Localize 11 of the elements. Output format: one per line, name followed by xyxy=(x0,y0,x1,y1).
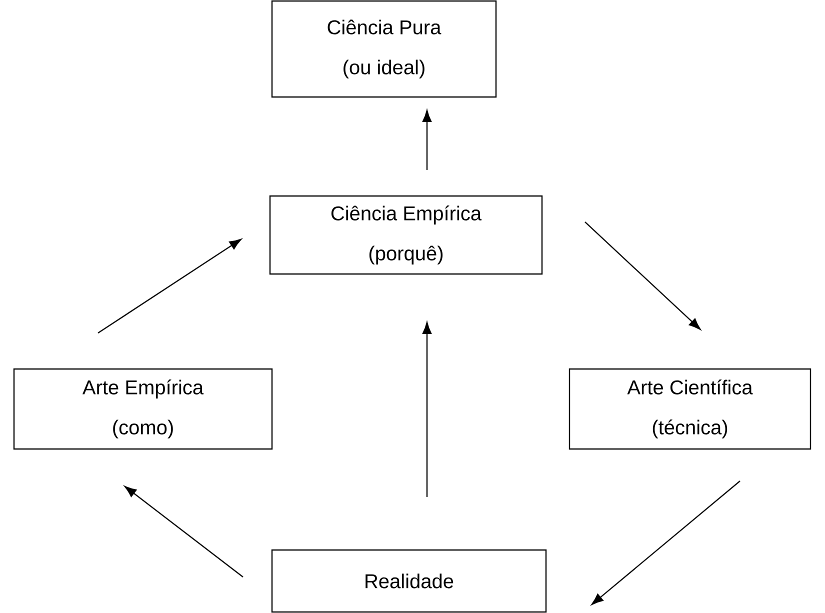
text-box: Realidade xyxy=(271,549,547,613)
arrow xyxy=(591,480,740,605)
arrow xyxy=(124,486,244,578)
text-box: Arte Empírica (como) xyxy=(13,368,273,450)
text-box: Ciência Empírica (porquê) xyxy=(269,195,543,275)
arrow xyxy=(584,222,701,330)
arrow xyxy=(422,110,432,170)
text-box: Arte Científica (técnica) xyxy=(568,368,812,450)
arrow xyxy=(98,238,242,334)
arrow xyxy=(422,322,432,497)
text-box: Ciência Pura (ou ideal) xyxy=(271,0,497,98)
